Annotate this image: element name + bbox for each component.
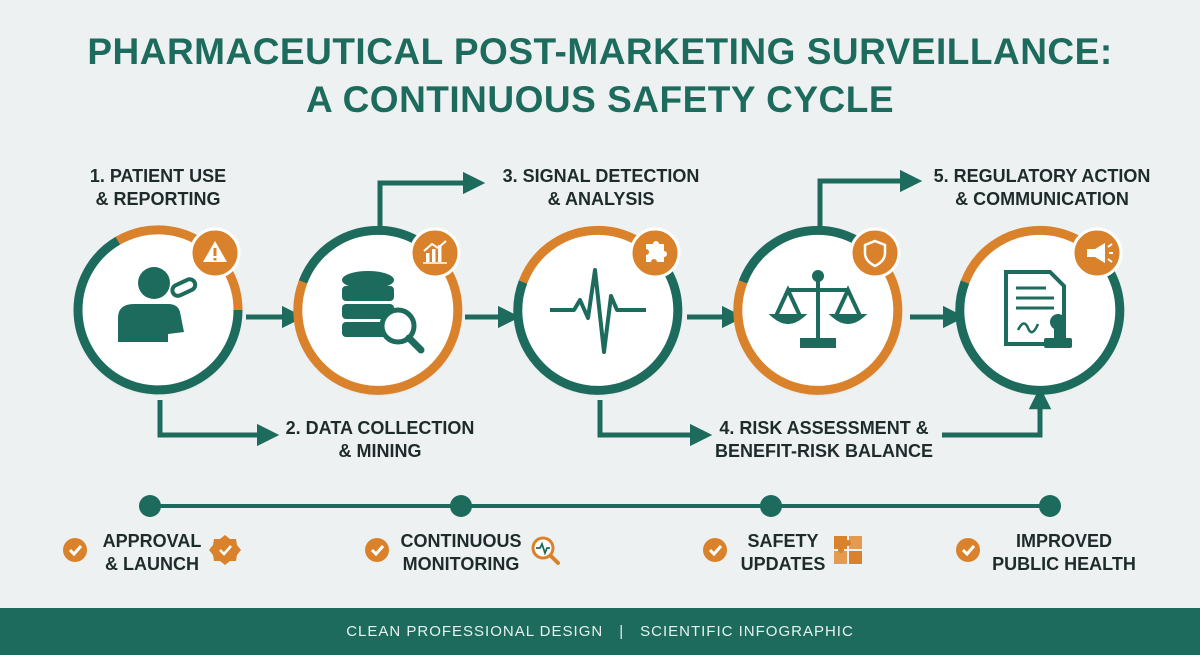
page-title: PHARMACEUTICAL POST-MARKETING SURVEILLAN… [0,28,1200,124]
timeline-node-3 [760,495,782,517]
puzzle-icon [629,227,681,279]
step-label-2: 2. DATA COLLECTION & MINING [285,418,475,461]
milestone-public-health: IMPROVED PUBLIC HEALTH [992,531,1136,574]
arrow-to-label-3 [377,171,486,232]
flow-arrows [157,169,1052,447]
check-icon [63,538,87,562]
timeline-node-2 [450,495,472,517]
title-line-1: PHARMACEUTICAL POST-MARKETING SURVEILLAN… [87,31,1113,72]
shield-icon [849,227,901,279]
document-stamp-icon [1004,270,1072,348]
chart-icon [409,227,461,279]
arrow-to-circle-5 [942,386,1052,438]
step-label-4: 4. RISK ASSESSMENT & BENEFIT-RISK BALANC… [714,418,933,461]
heartbeat-signal-icon [550,268,646,354]
step-circle-4 [733,225,903,395]
milestone-safety-updates: SAFETY UPDATES [740,531,826,574]
step-label-3: 3. SIGNAL DETECTION & ANALYSIS [502,166,700,209]
timeline-node-1 [139,495,161,517]
footer-bar: CLEAN PROFESSIONAL DESIGN | SCIENTIFIC I… [0,608,1200,655]
milestone-approval: APPROVAL & LAUNCH [102,531,202,574]
milestone-monitoring: CONTINUOUS MONITORING [400,531,522,574]
footer-left-text: CLEAN PROFESSIONAL DESIGN [346,623,604,640]
step-circle-1 [73,225,243,395]
arrow-to-label-2 [157,400,280,447]
magnifier-pulse-icon [531,536,560,565]
puzzle-pieces-icon [834,536,862,564]
check-icon [956,538,980,562]
step-label-1: 1. PATIENT USE & REPORTING [89,166,227,209]
title-line-2: A CONTINUOUS SAFETY CYCLE [305,79,895,120]
arrow-to-label-5 [817,169,923,226]
badge-check-icon [209,535,241,565]
megaphone-icon [1071,227,1123,279]
step-circle-3 [513,225,683,395]
check-icon [703,538,727,562]
warning-icon [189,227,241,279]
scales-icon [768,270,868,348]
footer-separator: | [619,623,625,640]
footer-right-text: SCIENTIFIC INFOGRAPHIC [640,623,854,640]
timeline [139,495,1061,517]
arrow-to-label-4 [597,400,713,447]
database-search-icon [342,271,425,354]
timeline-node-4 [1039,495,1061,517]
check-icon [365,538,389,562]
step-circle-2 [293,225,463,395]
patient-pill-icon [118,267,198,342]
step-circle-5 [955,225,1125,395]
step-label-5: 5. REGULATORY ACTION & COMMUNICATION [933,166,1151,209]
